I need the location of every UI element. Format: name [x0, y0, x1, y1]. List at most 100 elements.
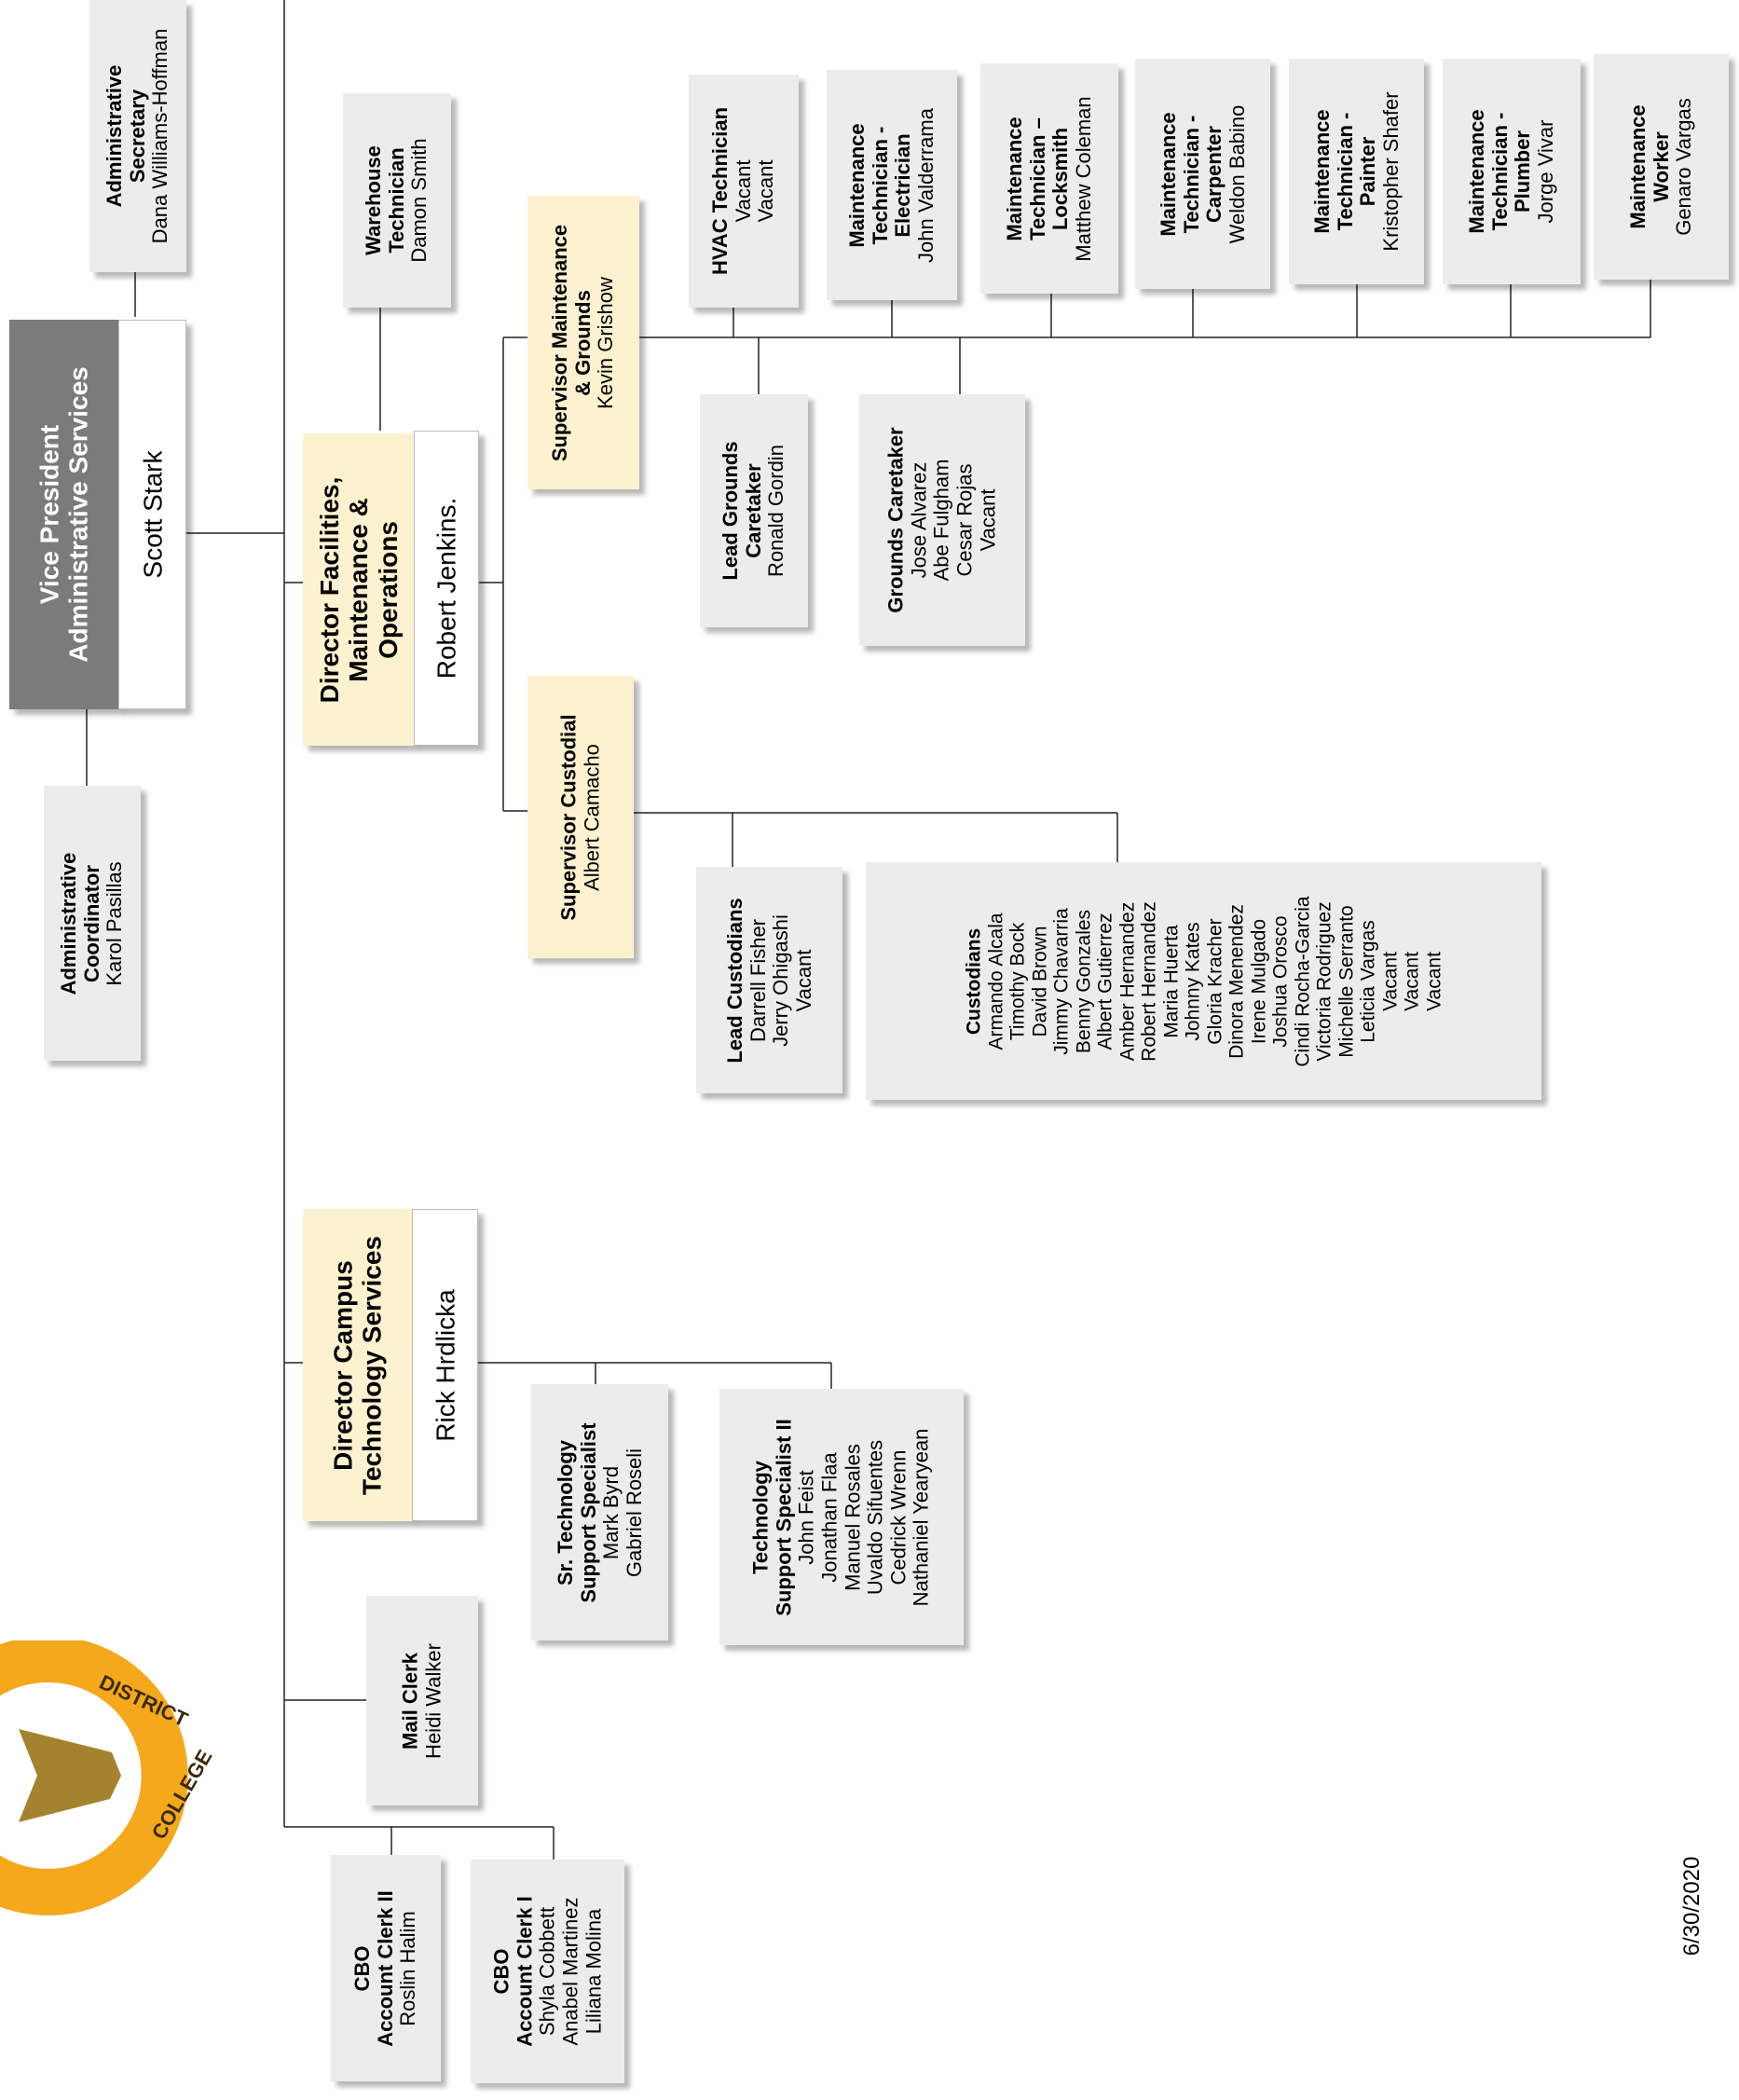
grounds-caretaker-box: Grounds Caretaker Jose Alvarez Abe Fulgh…	[859, 394, 1025, 646]
locksmith-name: Matthew Coleman	[1071, 95, 1095, 262]
painter-title3: Painter	[1355, 136, 1379, 207]
lead-custodians-box: Lead Custodians Darrell Fisher Jerry Ohi…	[696, 867, 842, 1093]
locksmith-title2: Technician –	[1025, 117, 1049, 240]
custodian-7: Amber Hernandez	[1116, 901, 1138, 1061]
plumber-title3: Plumber	[1511, 130, 1534, 213]
vp-title-line1: Vice President	[34, 424, 64, 605]
custodian-6: Albert Gutierrez	[1093, 912, 1116, 1050]
vp-name-box: Scott Stark	[118, 320, 186, 709]
hvac-title: HVAC Technician	[708, 106, 733, 276]
mail-clerk-name: Heidi Walker	[421, 1642, 445, 1759]
carpenter-name: Weldon Babino	[1225, 104, 1249, 243]
custodian-2: Timothy Bock	[1006, 922, 1028, 1040]
carpenter-title1: Maintenance	[1156, 111, 1180, 237]
director-fmo-title3: Operations	[373, 520, 403, 659]
lead-grounds-name: Ronald Gordin	[764, 445, 788, 577]
custodians-box: Custodians Armando Alcala Timothy Bock D…	[866, 862, 1541, 1100]
carpenter-title3: Carpenter	[1201, 125, 1226, 223]
lead-grounds-title2: Caretaker	[741, 463, 765, 558]
warehouse-box: Warehouse Technician Damon Smith	[343, 93, 451, 308]
cbo-clerk-ii-title1: CBO	[350, 1945, 375, 1991]
custodian-13: Irene Mulgado	[1247, 918, 1269, 1044]
sup-maintenance-title2: & Grounds	[570, 289, 595, 396]
cbo-clerk-i-name-1: Shyla Cobbett	[535, 1906, 559, 2037]
custodian-21: Vacant	[1422, 951, 1445, 1011]
mail-clerk-box: Mail Clerk Heidi Walker	[366, 1596, 478, 1805]
custodian-16: Victoria Rodriguez	[1313, 900, 1335, 1062]
director-cts-title2: Technology Services	[358, 1235, 387, 1495]
painter-title2: Technician -	[1332, 112, 1356, 231]
college-district-logo: DISTRICT COLLEGE	[0, 1640, 217, 1915]
admin-coordinator-title1: Administrative	[57, 852, 81, 995]
cbo-clerk-ii-title2: Account Clerk II	[373, 1889, 397, 2047]
lead-grounds-box: Lead Grounds Caretaker Ronald Gordin	[700, 394, 808, 627]
tech-ii-name-5: Cedrick Wrenn	[886, 1448, 911, 1585]
vp-title-line2: Administrative Services	[64, 366, 93, 663]
maintenance-worker-box: Maintenance Worker Genaro Vargas	[1594, 54, 1729, 280]
tech-ii-name-6: Nathaniel Yearyean	[909, 1428, 933, 1606]
custodian-15: Cindi Rocha-Garcia	[1291, 895, 1313, 1067]
painter-name: Kristopher Shafer	[1378, 91, 1403, 252]
electrician-name: John Valderrama	[913, 107, 938, 263]
director-fmo-title1: Director Facilities,	[314, 476, 344, 703]
sup-maintenance-box: Supervisor Maintenance & Grounds Kevin G…	[527, 196, 639, 489]
vp-title-box: Vice President Administrative Services	[9, 320, 119, 709]
custodian-3: David Brown	[1028, 925, 1050, 1037]
locksmith-box: Maintenance Technician – Locksmith Matth…	[980, 63, 1118, 294]
director-cts-title1: Director Campus	[328, 1259, 358, 1471]
tech-ii-box: Technology Support Specialist II John Fe…	[719, 1389, 964, 1645]
painter-box: Maintenance Technician - Painter Kristop…	[1289, 59, 1424, 284]
cbo-clerk-ii-name: Roslin Halim	[396, 1910, 420, 2026]
electrician-title3: Electrician	[891, 132, 914, 238]
electrician-title1: Maintenance	[844, 122, 869, 248]
grounds-name-3: Cesar Rojas	[952, 463, 977, 577]
cbo-clerk-i-title2: Account Clerk I	[512, 1896, 536, 2047]
director-cts-name-box: Rick Hrdlicka	[412, 1209, 478, 1521]
director-cts-title-box: Director Campus Technology Services	[303, 1209, 413, 1521]
custodian-8: Robert Hernandez	[1137, 900, 1159, 1062]
warehouse-title2: Technician	[384, 147, 408, 254]
tech-ii-name-1: John Feist	[794, 1469, 818, 1565]
custodian-12: Dinora Menendez	[1226, 903, 1248, 1059]
maintenance-worker-title2: Worker	[1649, 131, 1673, 202]
locksmith-title1: Maintenance	[1002, 116, 1026, 241]
plumber-box: Maintenance Technician - Plumber Jorge V…	[1443, 59, 1581, 284]
director-fmo-title-box: Director Facilities, Maintenance & Opera…	[303, 433, 415, 746]
cbo-clerk-i-name-2: Anabel Martinez	[557, 1897, 582, 2046]
sup-custodial-box: Supervisor Custodial Albert Camacho	[527, 676, 634, 958]
director-cts-name: Rick Hrdlicka	[430, 1288, 459, 1442]
sr-tech-name-2: Gabriel Roseli	[622, 1448, 646, 1577]
custodian-20: Vacant	[1401, 951, 1423, 1011]
sup-custodial-name: Albert Camacho	[580, 743, 603, 891]
tech-ii-name-3: Manuel Rosales	[841, 1443, 864, 1591]
hvac-name-2: Vacant	[754, 159, 778, 223]
custodian-19: Vacant	[1378, 951, 1401, 1011]
painter-title1: Maintenance	[1309, 109, 1334, 234]
carpenter-box: Maintenance Technician - Carpenter Weldo…	[1135, 59, 1270, 289]
director-fmo-name: Robert Jenkins.	[431, 497, 461, 679]
cbo-clerk-i-box: CBO Account Clerk I Shyla Cobbett Anabel…	[471, 1860, 624, 2083]
custodian-9: Maria Huerta	[1159, 924, 1182, 1038]
grounds-name-4: Vacant	[975, 488, 999, 552]
custodian-14: Joshua Orosco	[1269, 914, 1292, 1048]
custodian-17: Michelle Serranto	[1335, 904, 1357, 1058]
sr-tech-title1: Sr. Technology	[553, 1439, 577, 1585]
grounds-name-2: Abe Fulgham	[929, 459, 953, 582]
custodians-title: Custodians	[962, 927, 984, 1035]
lead-custodians-title: Lead Custodians	[722, 897, 746, 1064]
electrician-box: Maintenance Technician - Electrician Joh…	[827, 70, 957, 300]
tech-ii-name-2: Jonathan Flaa	[817, 1451, 842, 1583]
sr-tech-box: Sr. Technology Support Specialist Mark B…	[531, 1384, 668, 1640]
grounds-name-1: Jose Alvarez	[907, 461, 931, 579]
plumber-title1: Maintenance	[1464, 109, 1488, 234]
warehouse-title1: Warehouse	[362, 145, 386, 255]
cbo-clerk-i-name-3: Liliana Molina	[581, 1908, 605, 2035]
electrician-title2: Technician -	[868, 126, 892, 244]
cbo-clerk-i-title1: CBO	[488, 1948, 513, 1995]
custodian-1: Armando Alcala	[984, 912, 1006, 1050]
director-fmo-name-box: Robert Jenkins.	[414, 431, 479, 746]
admin-secretary-box: Administrative Secretary Dana Williams-H…	[89, 0, 186, 272]
hvac-name-1: Vacant	[731, 159, 755, 223]
